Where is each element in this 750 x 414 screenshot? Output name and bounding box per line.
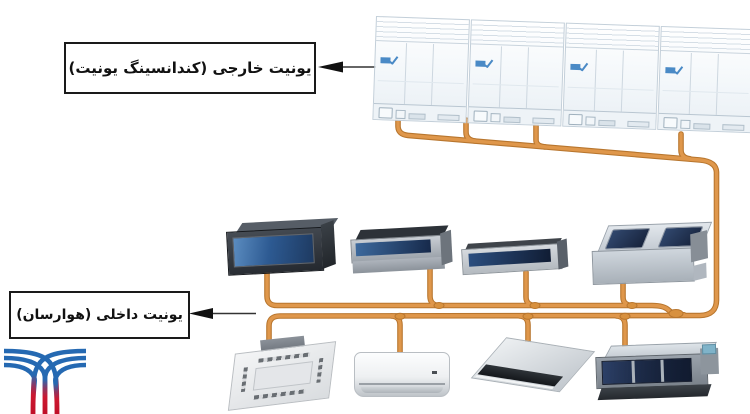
brand-mark-icon (665, 66, 684, 75)
indoor-ducted-unit-black (226, 217, 339, 280)
brand-mark-icon (570, 62, 589, 72)
air-grille (468, 248, 552, 267)
air-grille (355, 239, 432, 257)
brand-mark-icon (475, 59, 494, 69)
outdoor-unit (372, 16, 470, 124)
outdoor-unit (562, 22, 660, 130)
company-logo (4, 348, 86, 414)
air-outlet-flap (361, 387, 443, 393)
brand-mark-icon (380, 56, 399, 65)
unit-base (373, 102, 466, 123)
indoor-wall-mounted-unit (354, 352, 450, 397)
indoor-ducted-unit-medium (350, 225, 453, 278)
indoor-label-arrow (189, 308, 256, 319)
outdoor-unit-label: یونیت خارجی (کندانسینگ یونیت) (64, 42, 316, 94)
unit-base (468, 106, 561, 126)
indoor-ducted-unit-blue-grille (595, 341, 721, 410)
indoor-unit-label: یونیت داخلی (هوارسان) (9, 291, 190, 339)
indoor-cassette-4way (227, 335, 337, 411)
cassette-center-panel (252, 361, 314, 391)
indoor-ducted-unit-large (591, 221, 713, 296)
outdoor-unit (467, 19, 565, 127)
fan-inlet (604, 227, 651, 250)
outdoor-unit (657, 25, 750, 134)
outdoor-label-arrow (318, 61, 382, 73)
fan-louvers (471, 20, 564, 48)
vent-slot (240, 367, 248, 393)
pipe-joint-fittings (394, 302, 684, 320)
fan-louvers (660, 26, 750, 55)
vent-slot (316, 357, 324, 383)
fan-louvers (566, 23, 659, 51)
vent-slot (258, 352, 311, 363)
indoor-ducted-unit-slim (461, 238, 569, 286)
unit-base (658, 112, 750, 133)
unit-base (563, 109, 656, 129)
air-grille (601, 357, 693, 385)
air-grille (232, 233, 315, 268)
fan-louvers (376, 17, 469, 45)
outdoor-units-row (372, 16, 750, 134)
vent-slot (253, 389, 306, 400)
display-window (432, 371, 437, 374)
